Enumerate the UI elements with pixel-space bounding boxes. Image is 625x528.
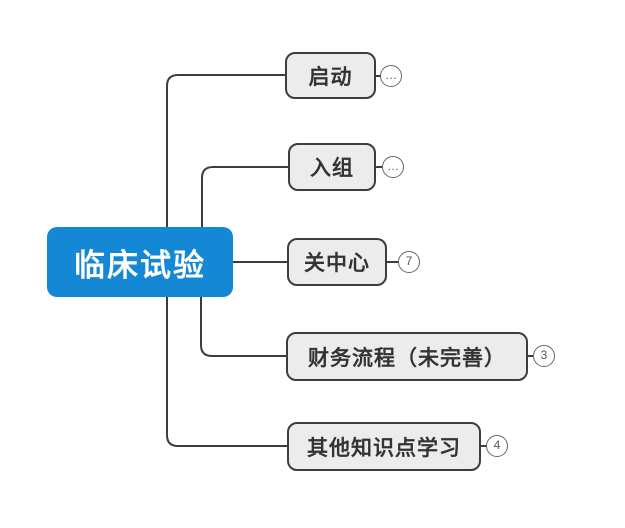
root-node-label: 临床试验: [74, 247, 206, 283]
child-node-label: 启动: [308, 65, 353, 89]
collapse-badge-ruzu[interactable]: …: [382, 156, 404, 178]
connector-root-to-caiwuliucheng: [200, 285, 286, 357]
connector-root-to-ruzu: [201, 166, 288, 240]
connector-root-to-qitazhishidian: [166, 285, 287, 447]
child-node-label: 财务流程（未完善）: [308, 346, 506, 370]
child-node-guanzhongxin[interactable]: 关中心: [287, 238, 387, 286]
child-node-caiwuliucheng[interactable]: 财务流程（未完善）: [286, 332, 528, 381]
child-node-qidong[interactable]: 启动: [285, 52, 376, 99]
child-node-label: 入组: [310, 157, 354, 180]
collapse-badge-qitazhishidian[interactable]: 4: [486, 435, 508, 457]
collapse-badge-qidong[interactable]: …: [380, 65, 402, 87]
child-node-ruzu[interactable]: 入组: [288, 143, 376, 191]
child-node-label: 其他知识点学习: [307, 436, 461, 460]
root-node-clinical-trial[interactable]: 临床试验: [47, 227, 233, 297]
collapse-badge-guanzhongxin[interactable]: 7: [398, 251, 420, 273]
collapse-badge-caiwuliucheng[interactable]: 3: [533, 345, 555, 367]
connector-root-to-qidong: [166, 74, 285, 240]
child-node-label: 关中心: [304, 252, 370, 275]
child-node-qitazhishidian[interactable]: 其他知识点学习: [287, 422, 481, 471]
